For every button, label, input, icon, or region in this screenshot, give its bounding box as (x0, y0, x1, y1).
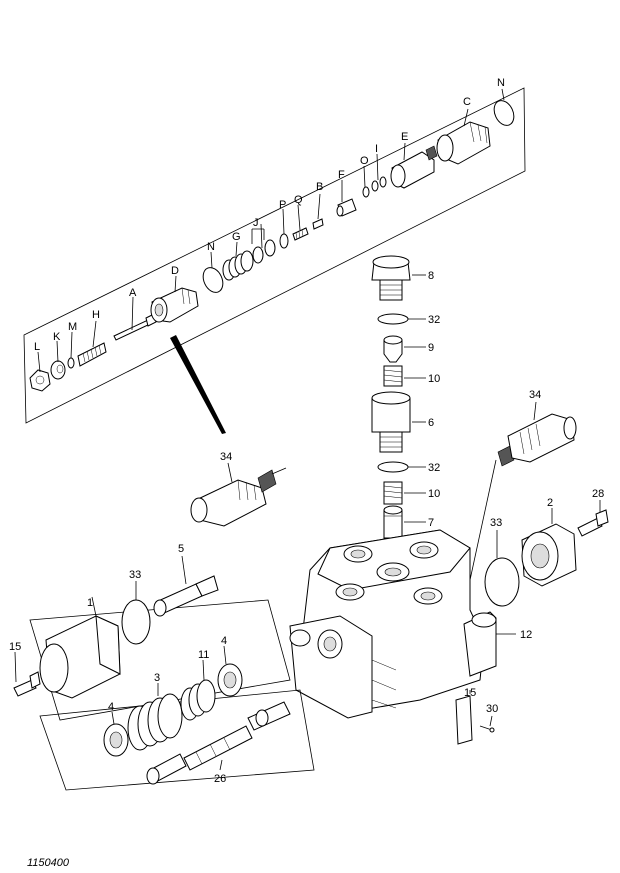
part-K-fitting (50, 360, 66, 380)
label-33-left: 33 (129, 569, 141, 581)
drawing-code: 1150400 (27, 857, 70, 869)
part-C-cap (436, 121, 491, 165)
label-N-lower: N (207, 241, 215, 253)
label-32-upper: 32 (428, 314, 440, 326)
label-11: 11 (198, 649, 209, 661)
part-J-ring-1 (252, 246, 264, 264)
part-9-poppet (383, 335, 426, 363)
label-7: 7 (428, 517, 434, 529)
part-O-ring (362, 186, 370, 198)
label-34-left: 34 (220, 451, 232, 463)
label-A: A (129, 287, 137, 299)
relief-valve-assembly-right (469, 401, 577, 581)
part-11-spring (180, 659, 216, 721)
part-G-spring (222, 250, 254, 281)
part-6-body (371, 391, 426, 453)
label-33-right: 33 (490, 517, 502, 529)
part-I-ring-1 (371, 180, 379, 192)
part-7-poppet (383, 505, 426, 539)
vertical-stack (371, 255, 426, 539)
label-C: C (463, 96, 471, 108)
label-9: 9 (428, 342, 434, 354)
part-3-spring (127, 683, 183, 751)
label-15-left: 15 (9, 641, 21, 653)
callout-labels: L K M H A D N G J P Q B F O I E C N 8 32… (9, 77, 604, 869)
label-4-left: 4 (108, 701, 114, 713)
part-10-spring-lower (383, 481, 426, 505)
valve-body (289, 529, 516, 745)
label-8: 8 (428, 270, 434, 282)
label-5: 5 (178, 543, 184, 555)
part-A-stem (113, 313, 157, 341)
part-33-oring-left (121, 599, 151, 645)
spool-group (39, 645, 315, 791)
label-4-right: 4 (221, 635, 227, 647)
part-Q-spring (292, 227, 309, 241)
label-E: E (401, 131, 408, 143)
part-I-ring-2 (379, 176, 387, 188)
part-N-oring-lower (202, 267, 224, 293)
part-5-piston (153, 555, 219, 617)
label-B: B (316, 181, 323, 193)
part-N-oring-upper (493, 100, 515, 126)
part-D-housing (150, 287, 199, 323)
relief-valve-assembly-left (190, 462, 287, 527)
part-26-spool (146, 701, 291, 785)
part-L-nut (29, 369, 51, 392)
label-3: 3 (154, 672, 160, 684)
label-F: F (338, 169, 345, 181)
label-D: D (171, 265, 179, 277)
label-10-lower: 10 (428, 488, 440, 500)
label-28: 28 (592, 488, 604, 500)
part-32-oring-lower (377, 461, 409, 473)
label-N-upper: N (497, 77, 505, 89)
label-6: 6 (428, 417, 434, 429)
part-32-oring-upper (377, 313, 409, 325)
label-34-right: 34 (529, 389, 541, 401)
label-J: J (253, 217, 259, 229)
part-F-sleeve (336, 198, 357, 217)
label-15-right: 15 (464, 687, 476, 699)
label-H: H (92, 309, 100, 321)
label-K: K (53, 331, 61, 343)
part-B-pin (312, 218, 324, 230)
part-8-plug (371, 255, 426, 301)
label-12: 12 (520, 629, 532, 641)
label-G: G (232, 231, 241, 243)
label-L: L (34, 341, 40, 353)
label-2: 2 (547, 497, 553, 509)
label-26: 26 (214, 773, 226, 785)
label-10-upper: 10 (428, 373, 440, 385)
label-30: 30 (486, 703, 498, 715)
part-H-screw (77, 342, 107, 367)
part-33-oring-right (484, 557, 520, 607)
part-E-plunger (390, 145, 438, 189)
cover-right (484, 500, 609, 607)
inset-frame (23, 87, 526, 424)
label-1: 1 (87, 597, 93, 609)
label-P: P (279, 199, 286, 211)
cover-left-group (13, 555, 291, 721)
relief-valve-inset (23, 87, 526, 434)
label-32-lower: 32 (428, 462, 440, 474)
label-Q: Q (294, 194, 303, 206)
label-O: O (360, 155, 369, 167)
inset-pointer (170, 335, 226, 434)
part-J-ring-2 (264, 239, 276, 257)
label-M: M (68, 321, 77, 333)
part-M-oring (67, 357, 75, 369)
part-P-oring (279, 233, 289, 249)
label-I: I (375, 143, 378, 155)
part-10-spring-upper (383, 365, 426, 387)
